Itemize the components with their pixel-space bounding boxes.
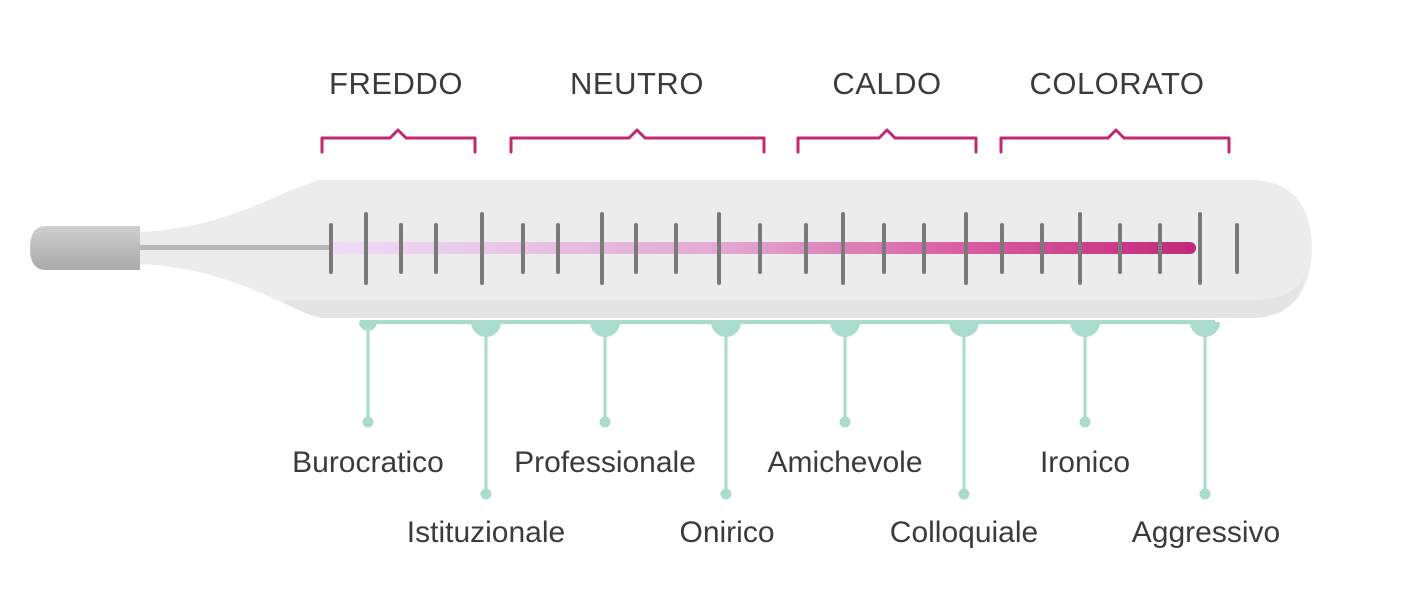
- thermometer-tip: [30, 226, 140, 270]
- tick-marks: [329, 212, 1239, 285]
- connector-dot-burocratico: [362, 416, 374, 428]
- thermometer-stem-line: [140, 245, 330, 250]
- bracket-caldo: [796, 128, 978, 154]
- tone-label-ironico: Ironico: [1040, 446, 1130, 479]
- tone-label-onirico: Onirico: [679, 516, 774, 549]
- bracket-freddo: [320, 128, 477, 154]
- connector-dot-colloquiale: [958, 488, 970, 500]
- bracket-neutro: [509, 128, 766, 154]
- mercury-column: [330, 242, 1196, 254]
- tone-label-amichevole: Amichevole: [767, 446, 922, 479]
- tone-label-istituzionale: Istituzionale: [407, 516, 565, 549]
- category-label-neutro: NEUTRO: [570, 66, 704, 101]
- connector-dot-amichevole: [839, 416, 851, 428]
- tone-label-professionale: Professionale: [514, 446, 696, 479]
- thermometer-tube-shade: [282, 270, 1306, 318]
- connector-dot-aggressivo: [1199, 488, 1211, 500]
- category-label-colorato: COLORATO: [1029, 66, 1204, 101]
- category-label-caldo: CALDO: [832, 66, 941, 101]
- connector-dot-istituzionale: [480, 488, 492, 500]
- connector-dot-onirico: [720, 488, 732, 500]
- connector-dot-professionale: [599, 416, 611, 428]
- tone-label-colloquiale: Colloquiale: [890, 516, 1038, 549]
- tone-connectors: [359, 322, 1220, 500]
- category-label-freddo: FREDDO: [329, 66, 463, 101]
- connector-dot-ironico: [1079, 416, 1091, 428]
- bracket-colorato: [999, 128, 1231, 154]
- tone-label-burocratico: Burocratico: [292, 446, 444, 479]
- tone-label-aggressivo: Aggressivo: [1132, 516, 1280, 549]
